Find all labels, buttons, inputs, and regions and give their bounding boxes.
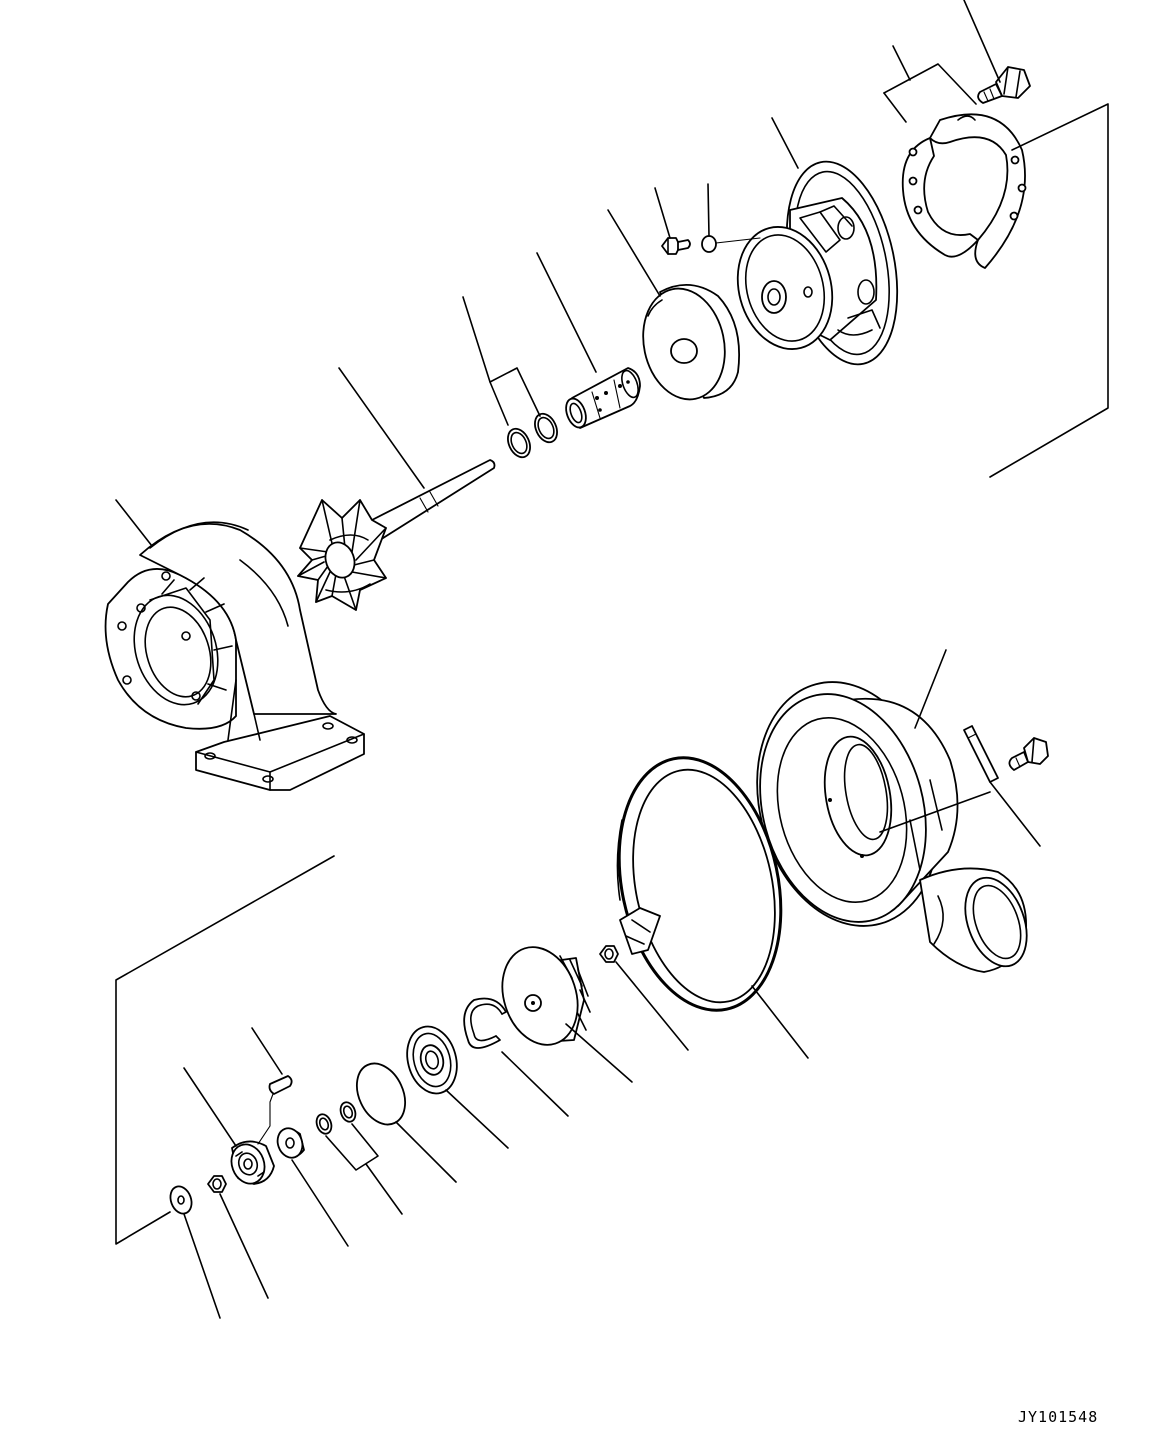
drawing-code: JY101548	[1018, 1408, 1099, 1426]
leader-pin-right	[990, 782, 1040, 846]
leader-plug-housing	[716, 238, 760, 243]
leader-gasket-top	[893, 46, 910, 80]
piston-rings	[504, 410, 562, 461]
bearing-housing	[725, 151, 915, 374]
leader-assembly-bracket-bottom	[116, 856, 334, 1244]
leader-nut-lower	[220, 1194, 268, 1298]
leader-thrust-spacer	[292, 1160, 348, 1246]
bearing-sleeve	[562, 368, 641, 430]
leader-thrust-bearing	[184, 1068, 236, 1146]
leader-compressor-housing	[915, 650, 946, 728]
leader-small-rings-bracket	[326, 1124, 378, 1170]
snap-ring	[464, 999, 506, 1049]
leader-plug	[708, 184, 709, 236]
compressor-housing	[731, 661, 1038, 974]
leader-gasket-bracket	[884, 64, 976, 104]
leader-turbine-rotor	[339, 368, 424, 488]
leader-bearing-sleeve	[537, 253, 596, 372]
compressor-wheel	[490, 937, 590, 1054]
leader-compressor-housing-2	[880, 792, 990, 832]
thrust-spacer	[274, 1125, 307, 1161]
leader-oil-seal-ring	[446, 1090, 508, 1148]
screw-plug	[662, 238, 690, 254]
bolt-lower	[1009, 738, 1048, 770]
bolt-top	[978, 67, 1030, 103]
oil-seal-ring	[400, 1021, 464, 1099]
leader-o-ring	[396, 1122, 456, 1182]
plug	[702, 236, 716, 252]
leader-washer-lower	[184, 1214, 220, 1318]
leader-bearing-housing	[772, 118, 798, 168]
nut-lower	[208, 1176, 226, 1192]
turbine-housing	[106, 522, 364, 790]
leader-screw-plug	[655, 188, 670, 238]
leader-v-band-clamp	[752, 986, 808, 1058]
leader-bolt-top	[964, 0, 1000, 82]
leader-thrust-collar	[608, 210, 660, 296]
leader-compressor-wheel	[566, 1024, 632, 1082]
split-gasket	[903, 114, 1026, 268]
washer-lower	[167, 1183, 195, 1216]
pin-right	[964, 726, 998, 782]
leader-turbine-housing	[116, 500, 152, 546]
leader-gasket	[884, 93, 906, 122]
small-rings	[314, 1100, 358, 1136]
thrust-collar	[633, 281, 739, 407]
leader-pin-left	[252, 1028, 282, 1074]
leader-small-rings	[366, 1164, 402, 1214]
leader-pin-left-to-bearing	[258, 1094, 273, 1144]
leader-rings	[463, 297, 490, 382]
leader-snap-ring	[502, 1052, 568, 1116]
pin-left	[270, 1076, 292, 1094]
leader-rings-bracket	[490, 368, 540, 425]
leader-nut-wheel	[616, 962, 688, 1050]
nut-wheel	[600, 946, 618, 962]
turbine-rotor	[298, 460, 495, 610]
leader-assembly-bracket-top	[990, 104, 1108, 477]
v-band-clamp	[597, 743, 803, 1026]
thrust-bearing	[226, 1140, 274, 1189]
o-ring	[348, 1056, 415, 1133]
